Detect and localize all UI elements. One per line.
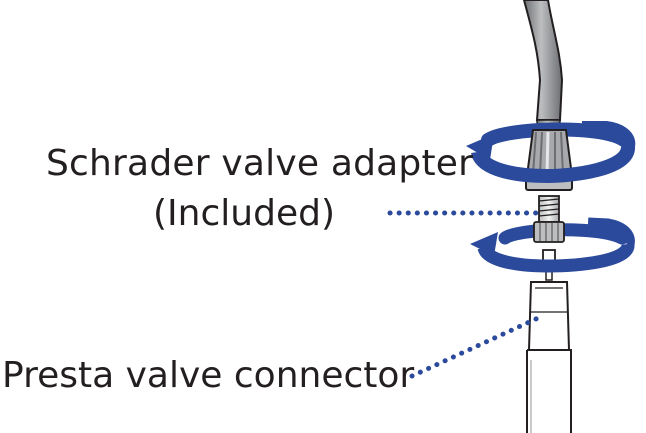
rotate-arrow-icon (466, 121, 636, 184)
schrader-adapter (533, 195, 565, 243)
included-note-label: (Included) (153, 193, 335, 234)
presta-connector-label: Presta valve connector (2, 355, 415, 396)
schrader-adapter-label: Schrader valve adapter (46, 143, 474, 184)
rotate-arrow-icon (470, 217, 635, 273)
pump-head (525, 129, 574, 191)
presta-valve (526, 249, 572, 433)
leader-line-presta (409, 315, 541, 379)
